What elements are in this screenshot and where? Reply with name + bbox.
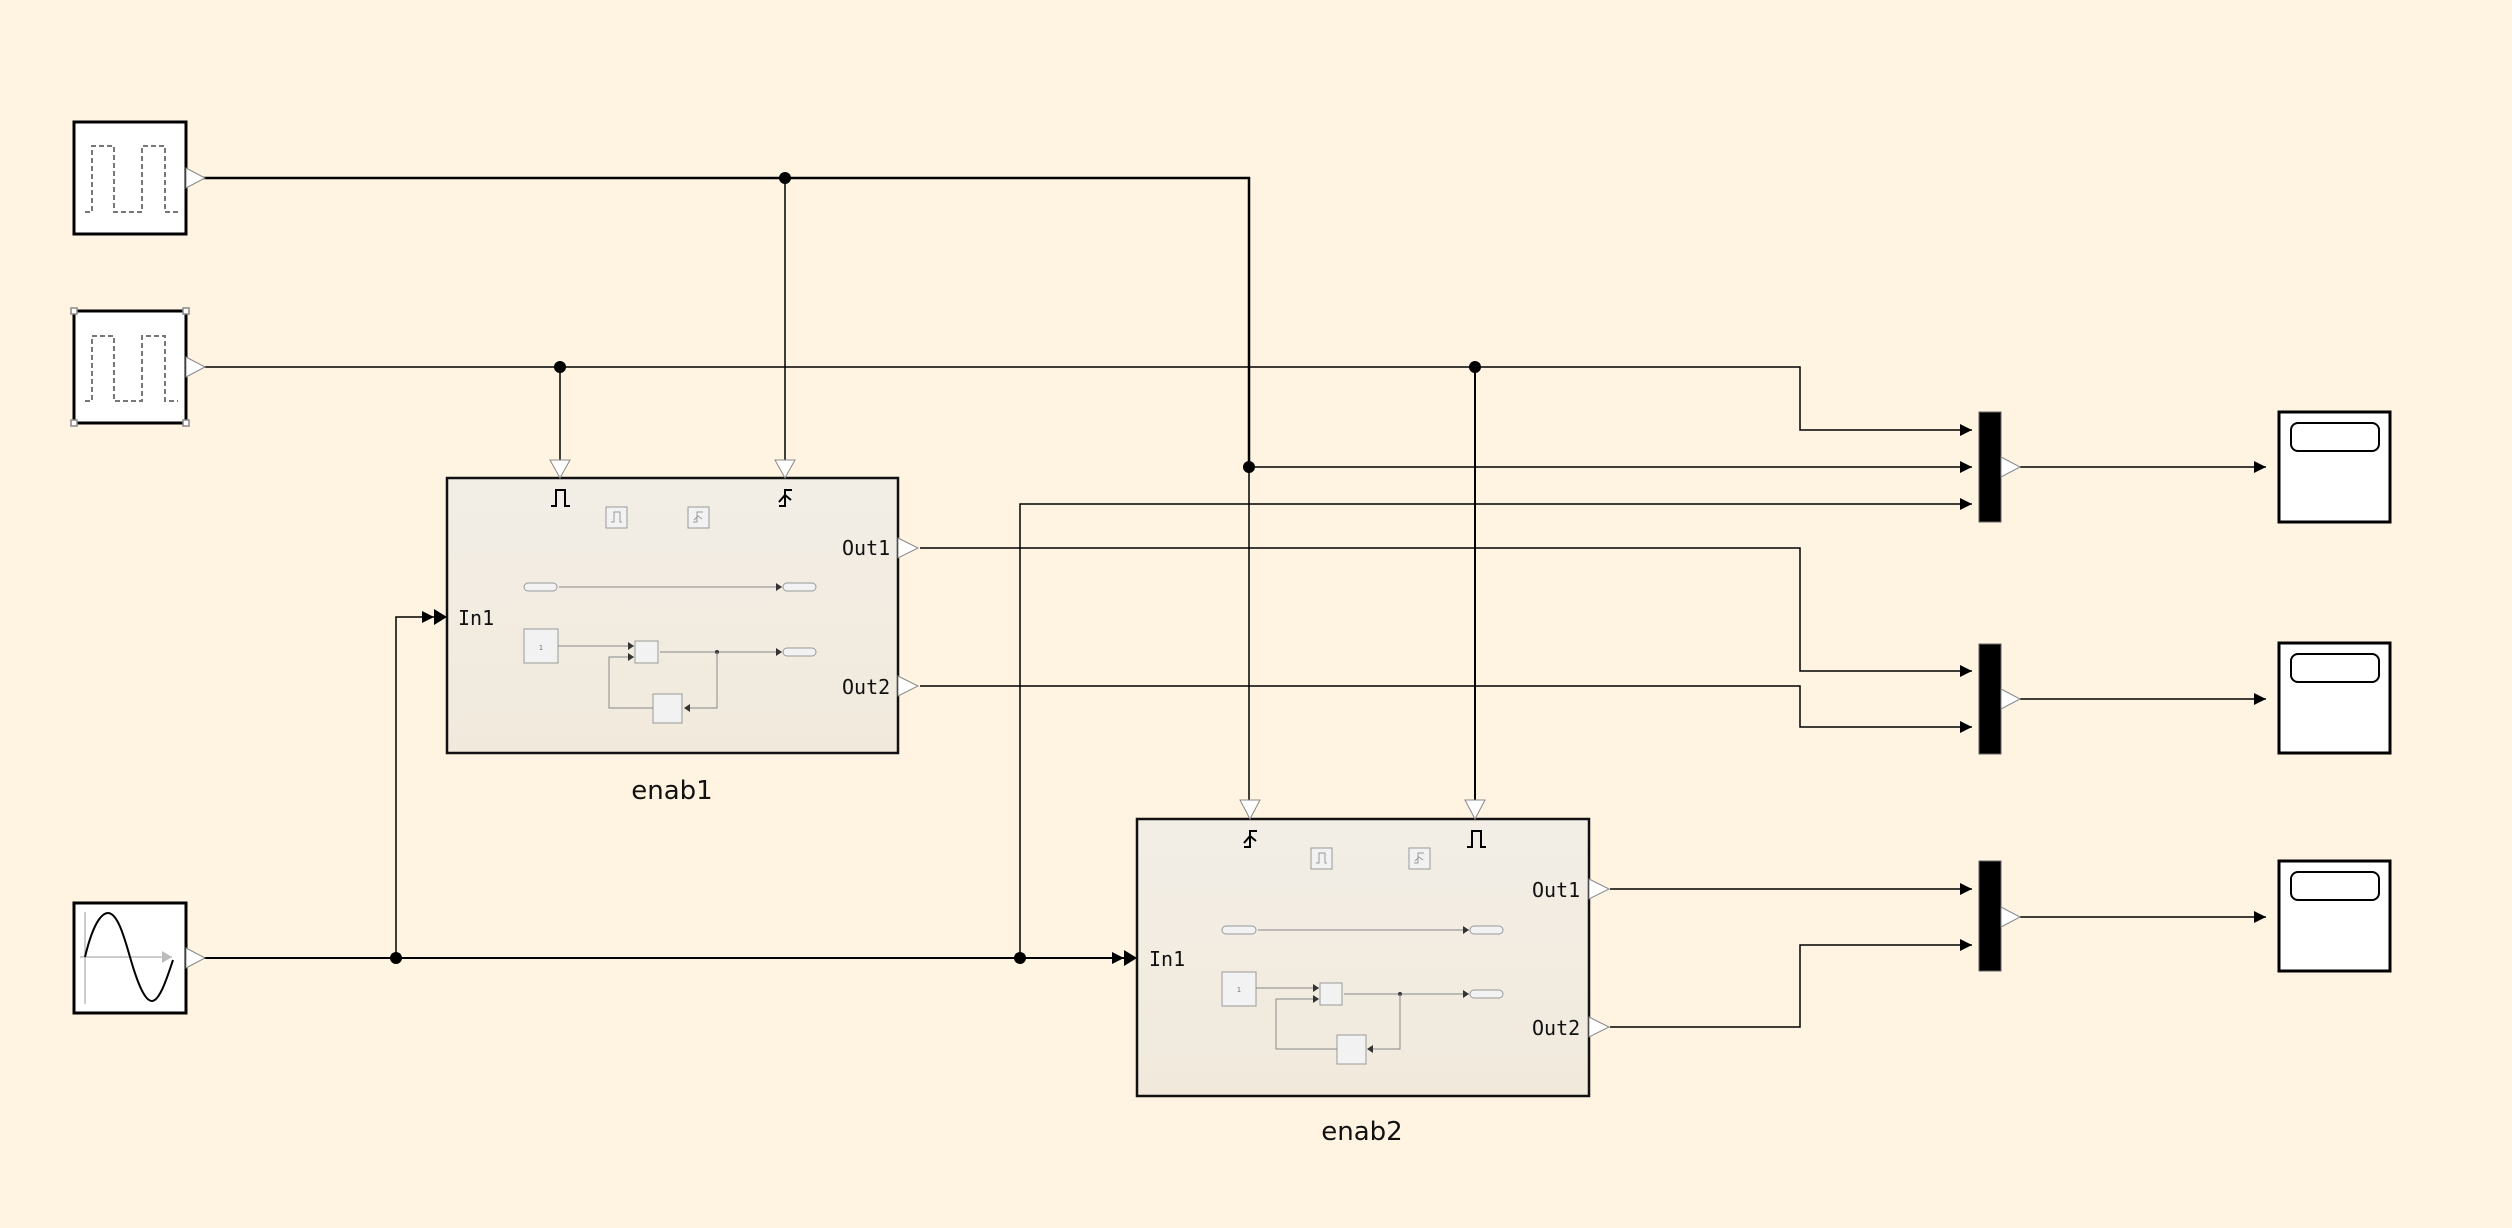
sine-wave-block[interactable] xyxy=(72,901,207,1015)
inner-constant-block xyxy=(523,628,559,664)
inner-constant-value: 1 xyxy=(1237,986,1241,994)
signal-lines xyxy=(200,176,2266,1028)
output-port-icon xyxy=(185,947,207,969)
inner-sum-block xyxy=(634,640,659,664)
trigger-port-icon xyxy=(774,459,796,480)
inport-label: In1 xyxy=(1149,947,1185,971)
output-port-icon xyxy=(185,167,207,189)
signal-line-pulse2[interactable] xyxy=(200,366,1972,436)
trigger-rising-edge-icon xyxy=(1243,830,1257,848)
pulse-generator-block-1[interactable] xyxy=(72,120,207,236)
outport-label: Out1 xyxy=(1532,878,1580,902)
inner-outport-block xyxy=(782,647,817,657)
output-port-icon xyxy=(1588,878,1611,900)
branch-points xyxy=(390,172,1481,964)
signal-line-enab1-out1[interactable] xyxy=(920,547,1972,677)
subsystem-preview: 1 xyxy=(1221,847,1504,1065)
trigger-rising-edge-icon xyxy=(1414,852,1424,864)
subsystem-preview: 1 xyxy=(523,506,817,724)
pulse-generator-block-2[interactable] xyxy=(70,307,207,427)
branch-point xyxy=(1243,461,1255,473)
enable-port-icon xyxy=(549,459,571,480)
subsystem-enab2[interactable]: In1 Out1 Out2 1 enab2 xyxy=(1124,799,1611,1147)
scope-block-2[interactable] xyxy=(2277,641,2392,755)
subsystem-enab1[interactable]: In1 Out1 Out2 1 enab xyxy=(434,459,920,806)
branch-point xyxy=(1469,361,1481,373)
output-port-icon xyxy=(2000,456,2022,478)
scope-block-3[interactable] xyxy=(2277,859,2392,973)
inner-inport-block xyxy=(523,582,558,592)
inner-outport-block xyxy=(782,582,817,592)
signal-line-enab2-out2[interactable] xyxy=(1610,939,1972,1028)
enable-pulse-icon xyxy=(1467,830,1486,848)
signal-line-pulse1[interactable] xyxy=(200,176,1251,467)
signal-line-enab1-out2[interactable] xyxy=(920,685,1972,733)
mux-block-3[interactable] xyxy=(1978,860,2022,972)
scope-icon xyxy=(2290,653,2380,683)
signal-branch-sine-mux1[interactable] xyxy=(1019,498,1972,958)
outport-label: Out2 xyxy=(842,675,890,699)
subsystem-label[interactable]: enab1 xyxy=(631,776,712,806)
inner-constant-value: 1 xyxy=(539,644,543,652)
outport-label: Out1 xyxy=(842,536,890,560)
branch-point xyxy=(1014,952,1026,964)
scope-icon xyxy=(2290,871,2380,901)
inner-inport-block xyxy=(1221,925,1257,935)
mux-block-1[interactable] xyxy=(1978,411,2022,523)
inner-enable-block xyxy=(605,506,628,529)
output-port-icon xyxy=(2000,906,2022,928)
pulse-wave-icon xyxy=(85,335,178,402)
inport-label: In1 xyxy=(458,606,494,630)
inner-enable-block xyxy=(1310,847,1333,870)
inner-delay-block xyxy=(652,693,683,724)
branch-point xyxy=(390,952,402,964)
inner-sum-block xyxy=(1319,982,1343,1006)
output-port-icon xyxy=(897,675,920,697)
input-port-arrow-icon xyxy=(1124,950,1137,966)
enable-pulse-icon xyxy=(551,489,570,507)
trigger-port-icon xyxy=(1239,799,1261,821)
inner-constant-block xyxy=(1221,971,1257,1007)
sine-wave-icon xyxy=(80,911,174,1004)
branch-point xyxy=(779,172,791,184)
pulse-wave-icon xyxy=(1316,852,1327,864)
inner-trigger-block xyxy=(687,506,710,529)
trigger-rising-edge-icon xyxy=(778,489,792,507)
inner-outport-block xyxy=(1469,989,1504,999)
branch-point xyxy=(554,361,566,373)
outport-label: Out2 xyxy=(1532,1016,1580,1040)
output-port-icon xyxy=(185,356,207,378)
inner-trigger-block xyxy=(1408,847,1431,870)
subsystem-label[interactable]: enab2 xyxy=(1321,1117,1402,1147)
inner-outport-block xyxy=(1469,925,1504,935)
pulse-wave-icon xyxy=(611,511,622,523)
scope-icon xyxy=(2290,422,2380,452)
mux-block-2[interactable] xyxy=(1978,643,2022,755)
selection-handles[interactable] xyxy=(70,307,190,427)
output-port-icon xyxy=(1588,1016,1611,1038)
scope-block-1[interactable] xyxy=(2277,410,2392,524)
input-port-arrow-icon xyxy=(434,609,447,625)
signal-branch-sine-enab1[interactable] xyxy=(395,611,434,958)
inner-delay-block xyxy=(1336,1034,1367,1065)
pulse-wave-icon xyxy=(85,145,178,213)
output-port-icon xyxy=(897,537,920,559)
trigger-rising-edge-icon xyxy=(693,511,703,523)
enable-port-icon xyxy=(1464,799,1486,821)
output-port-icon xyxy=(2000,688,2022,710)
